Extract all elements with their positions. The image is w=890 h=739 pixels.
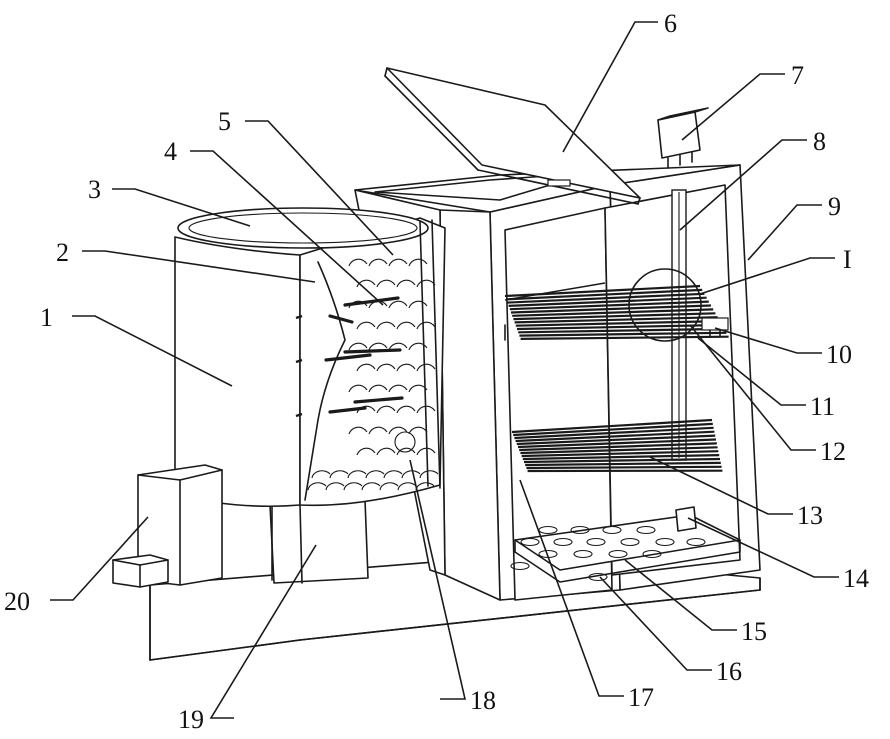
label-4: 4 [164, 137, 177, 166]
label-9: 9 [828, 192, 841, 221]
label-13: 13 [797, 501, 823, 530]
label-5: 5 [218, 107, 231, 136]
label-10: 10 [826, 340, 852, 369]
label-2: 2 [56, 238, 69, 267]
label-7: 7 [791, 61, 804, 90]
label-14: 14 [843, 564, 869, 593]
label-16: 16 [716, 657, 742, 686]
stirring-rod [345, 350, 400, 352]
label-I: I [843, 245, 852, 274]
support-column [270, 500, 368, 583]
label-11: 11 [810, 392, 835, 421]
label-6: 6 [664, 9, 677, 38]
rack-bar [526, 467, 721, 468]
motor [658, 108, 708, 168]
label-1: 1 [40, 303, 53, 332]
label-8: 8 [813, 127, 826, 156]
label-18: 18 [470, 686, 496, 715]
label-19: 19 [178, 705, 204, 734]
label-12: 12 [820, 437, 846, 466]
drum [175, 208, 445, 506]
label-3: 3 [88, 175, 101, 204]
blower-unit [113, 465, 222, 587]
label-15: 15 [741, 617, 767, 646]
label-20: 20 [4, 587, 30, 616]
label-17: 17 [628, 683, 654, 712]
